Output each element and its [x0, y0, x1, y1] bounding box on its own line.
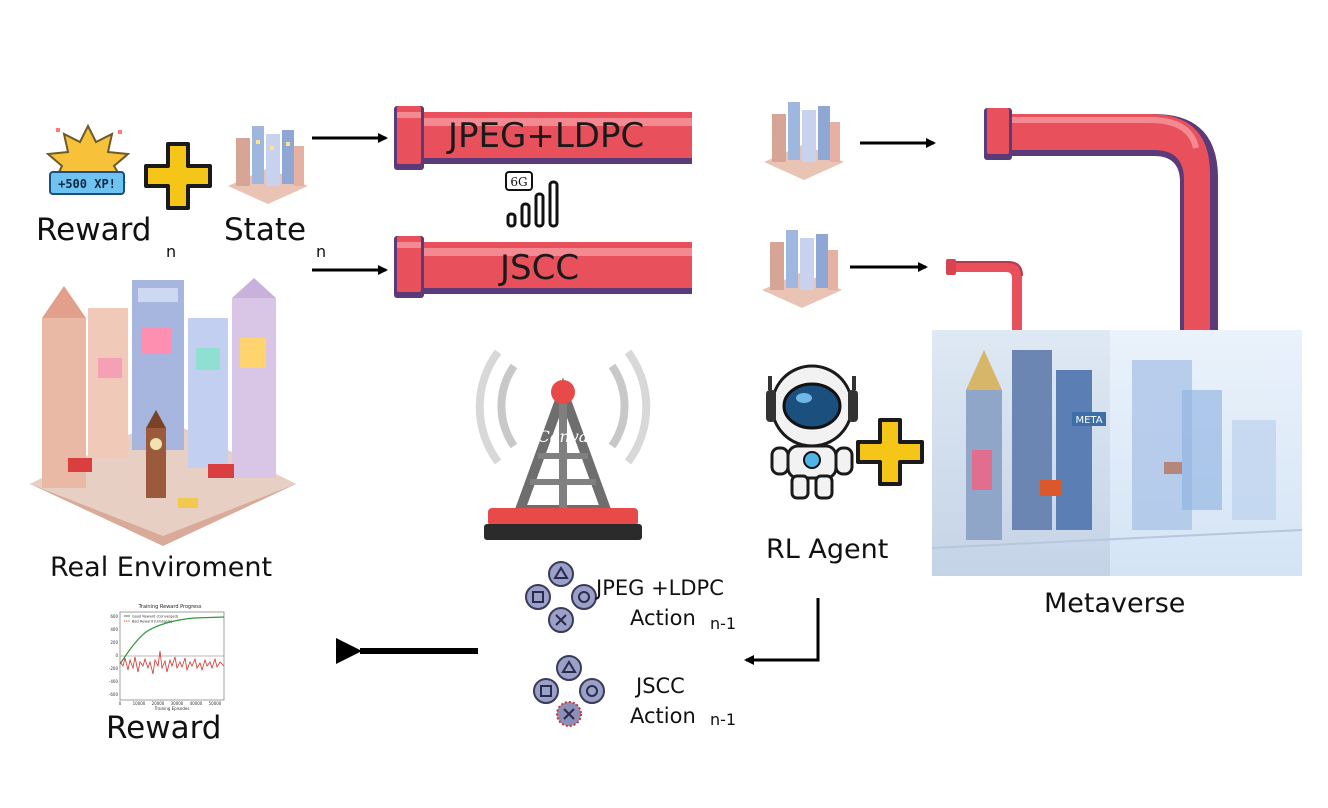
antenna-tower-icon: Canva — [475, 349, 651, 540]
jpeg-action-subscript: n-1 — [710, 614, 737, 633]
plus-icon — [856, 418, 924, 486]
xtick: 0 — [119, 701, 122, 706]
rl-agent-astronaut-icon — [766, 364, 858, 500]
pipe-label-jscc: JSCC — [500, 248, 580, 288]
mini-chart-legend-good: Good Reward (Converged) — [132, 615, 179, 619]
jpeg-action-title: JPEG +LDPC — [596, 576, 724, 600]
reward-label: Reward — [36, 212, 152, 248]
bad-reward-line — [119, 650, 225, 675]
city-received-icon-2 — [762, 230, 842, 308]
real-environment-city — [30, 278, 296, 546]
jscc-action-subscript: n-1 — [710, 710, 737, 729]
arrow-agent-to-actions — [744, 598, 820, 665]
xtick: 30000 — [171, 701, 184, 706]
metaverse-sign-text: META — [1075, 415, 1102, 426]
good-reward-line — [119, 616, 225, 665]
pipe-elbow-small — [946, 259, 1023, 332]
metaverse-label: Metaverse — [1044, 588, 1186, 619]
tower-watermark-text: Canva — [538, 427, 589, 446]
xp-badge-text: +500 XP! — [58, 177, 116, 191]
plus-icon — [144, 142, 212, 210]
real-environment-label: Real Enviroment — [50, 552, 273, 583]
ytick: 200 — [110, 640, 118, 645]
ytick: -200 — [109, 666, 119, 671]
mini-chart-xlabel: Training Episodes — [154, 706, 190, 711]
training-reward-chart: Training Reward Progress 600 400 200 0 -… — [109, 604, 225, 711]
xtick: 40000 — [190, 701, 203, 706]
pipe-jpeg-ldpc — [394, 106, 692, 170]
xtick: 50000 — [209, 701, 222, 706]
xtick: 10000 — [133, 701, 146, 706]
rl-agent-label: RL Agent — [766, 534, 889, 565]
mini-chart-title: Training Reward Progress — [138, 604, 202, 610]
jscc-action-label: Action — [630, 704, 696, 728]
reward-subscript: n — [166, 242, 177, 261]
ytick: 600 — [110, 614, 118, 619]
xp-reward-icon: +500 XP! — [45, 123, 131, 195]
reward-bottom-label: Reward — [106, 710, 222, 746]
mini-chart-yticks: 600 400 200 0 -200 -400 -600 — [109, 614, 119, 697]
gamepad-jpeg-icon — [525, 561, 597, 633]
ytick: -600 — [109, 692, 119, 697]
pipe-elbow-large — [984, 108, 1218, 330]
state-subscript: n — [316, 242, 327, 261]
pipe-jscc — [394, 236, 692, 298]
signal-6g-icon: 6G — [505, 171, 559, 228]
mini-chart-xticks: 0 10000 20000 30000 40000 50000 — [119, 701, 222, 706]
gamepad-jscc-icon — [533, 655, 605, 727]
pipe-label-jpeg-ldpc: JPEG+LDPC — [448, 116, 645, 156]
jscc-action-title: JSCC — [636, 674, 685, 698]
state-label: State — [224, 212, 307, 248]
ytick: -400 — [109, 679, 119, 684]
mini-chart-legend-bad: Bad Reward (Unstable) — [132, 620, 173, 624]
metaverse-image: META — [931, 330, 1303, 576]
signal-badge-text: 6G — [510, 175, 527, 189]
ytick: 0 — [115, 653, 118, 658]
ytick: 400 — [110, 627, 118, 632]
jpeg-action-label: Action — [630, 606, 696, 630]
xtick: 20000 — [152, 701, 165, 706]
city-state-icon — [228, 126, 308, 204]
city-received-icon-1 — [764, 102, 844, 180]
